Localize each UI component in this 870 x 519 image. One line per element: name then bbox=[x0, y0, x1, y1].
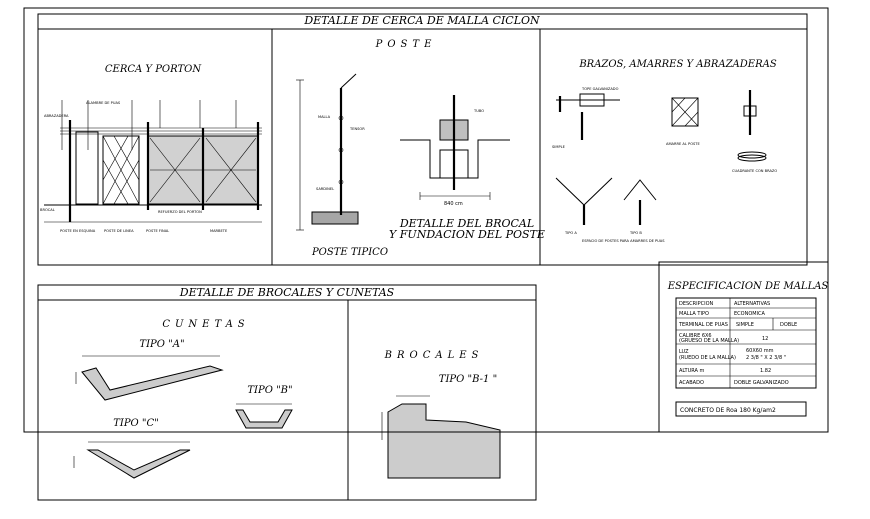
amarre-label: AMARRE AL POSTE bbox=[666, 142, 700, 146]
poste-tipico-caption: POSTE TIPICO bbox=[311, 247, 388, 258]
brocal-title-2: Y FUNDACION DEL POSTE bbox=[389, 228, 545, 241]
sheet-border bbox=[23, 7, 829, 433]
abrazadera-label: ABRAZADERA bbox=[44, 114, 69, 118]
spec-row-3-value-a: SIMPLE bbox=[736, 322, 754, 328]
spec-row-5-value: 60X60 mm bbox=[746, 348, 774, 354]
alambre-label: ALAMBRE DE PUAS bbox=[86, 101, 121, 105]
dim-840: 840 cm bbox=[444, 201, 463, 207]
spec-row-4-value: 12 bbox=[762, 336, 768, 342]
spec-row-5-label2: (RUEDO DE LA MALLA) bbox=[679, 355, 736, 361]
spec-row-4-label2: (GRUESO DE LA MALLA) bbox=[679, 338, 739, 344]
cuneta-tipo-a bbox=[75, 355, 224, 401]
spec-row-5-value2: 2 3/8 " X 2 3/8 " bbox=[746, 355, 786, 361]
marbete-label: MARBETE bbox=[210, 229, 228, 233]
brazos-drawings: SIMPLE TIPO A TIPO B ESPACIO DE POSTES P… bbox=[552, 87, 777, 243]
tope-label: TOPE GALVANIZADO bbox=[581, 87, 619, 91]
fundacion-drawing: 840 cm TUBO bbox=[400, 95, 510, 207]
cunetas-title: CUNETAS bbox=[162, 319, 249, 330]
brocales-title: BROCALES bbox=[384, 350, 484, 361]
tipo-b-title: TIPO "B" bbox=[247, 385, 292, 396]
poste-tipico-drawing: MALLA SARDINEL TENSOR bbox=[296, 73, 365, 231]
spec-row-2-value: ECONOMICA bbox=[734, 311, 766, 317]
brocal-b1 bbox=[381, 395, 501, 479]
concreto-note: CONCRETO DE Roa 180 Kg/am2 bbox=[680, 407, 776, 414]
poste-title: POSTE bbox=[375, 39, 437, 50]
spec-row-6-label: ALTURA m bbox=[679, 368, 705, 374]
spec-row-7-value: DOBLE GALVANIZADO bbox=[734, 380, 789, 386]
tensor-label: TENSOR bbox=[349, 127, 365, 131]
spec-row-3-value-b: DOBLE bbox=[780, 322, 797, 328]
tipo-b1-title: TIPO "B-1 " bbox=[439, 374, 497, 385]
fence-elevation: ABRAZADERA BROCAL POSTE EN ESQUINA POSTE… bbox=[40, 100, 262, 233]
brocales-panel-title: DETALLE DE BROCALES Y CUNETAS bbox=[179, 286, 395, 299]
cuneta-tipo-b bbox=[235, 403, 293, 429]
espacio-label: ESPACIO DE POSTES PARA AMARRES DE PUAS bbox=[582, 239, 665, 243]
cerca-porton-title: CERCA Y PORTON bbox=[105, 64, 202, 75]
spec-row-3-label: TERMINAL DE PUAS bbox=[678, 322, 728, 328]
cuneta-tipo-c bbox=[73, 441, 191, 479]
spec-title: ESPECIFICACION DE MALLAS bbox=[667, 281, 829, 292]
tipo-a-small: TIPO A bbox=[564, 231, 577, 235]
brocal-label: BROCAL bbox=[40, 208, 55, 212]
concreto-box bbox=[675, 401, 807, 417]
tipo-c-title: TIPO "C" bbox=[113, 418, 159, 429]
malla-label: MALLA bbox=[318, 115, 331, 119]
cerca-title: DETALLE DE CERCA DE MALLA CICLON bbox=[303, 14, 540, 27]
poste-final-label: POSTE FINAL bbox=[146, 229, 169, 233]
spec-row-2-label: MALLA TIPO bbox=[679, 311, 709, 317]
sardinel-label: SARDINEL bbox=[316, 187, 334, 191]
tipo-a-title: TIPO "A" bbox=[139, 339, 184, 350]
brocales-panel bbox=[37, 284, 537, 501]
spec-table: DESCRIPCION ALTERNATIVAS MALLA TIPO ECON… bbox=[675, 297, 817, 389]
spec-frame bbox=[658, 261, 829, 433]
tipo-b-small: TIPO B bbox=[629, 231, 642, 235]
poste-linea-label: POSTE DE LINEA bbox=[104, 229, 134, 233]
poste-esquina-label: POSTE EN ESQUINA bbox=[60, 229, 96, 233]
spec-row-1-label: DESCRIPCION bbox=[679, 301, 714, 307]
cerca-panel bbox=[37, 13, 808, 266]
spec-row-5-label: LUZ bbox=[679, 349, 689, 355]
spec-row-1-value: ALTERNATIVAS bbox=[734, 301, 770, 307]
cuadrante-label: CUADRANTE CON BRAZO bbox=[732, 169, 777, 173]
refuerzo-label: REFUERZO DEL PORTON bbox=[158, 210, 202, 214]
spec-row-4-label: CALIBRE 6X6 bbox=[679, 333, 712, 339]
spec-row-6-value: 1.82 bbox=[760, 368, 771, 374]
spec-row-7-label: ACABADO bbox=[679, 380, 704, 386]
tubo-label: TUBO bbox=[473, 109, 484, 113]
brocal-title-1: DETALLE DEL BROCAL bbox=[399, 217, 534, 230]
brazos-title: BRAZOS, AMARRES Y ABRAZADERAS bbox=[578, 59, 777, 70]
simple-label: SIMPLE bbox=[552, 145, 566, 149]
